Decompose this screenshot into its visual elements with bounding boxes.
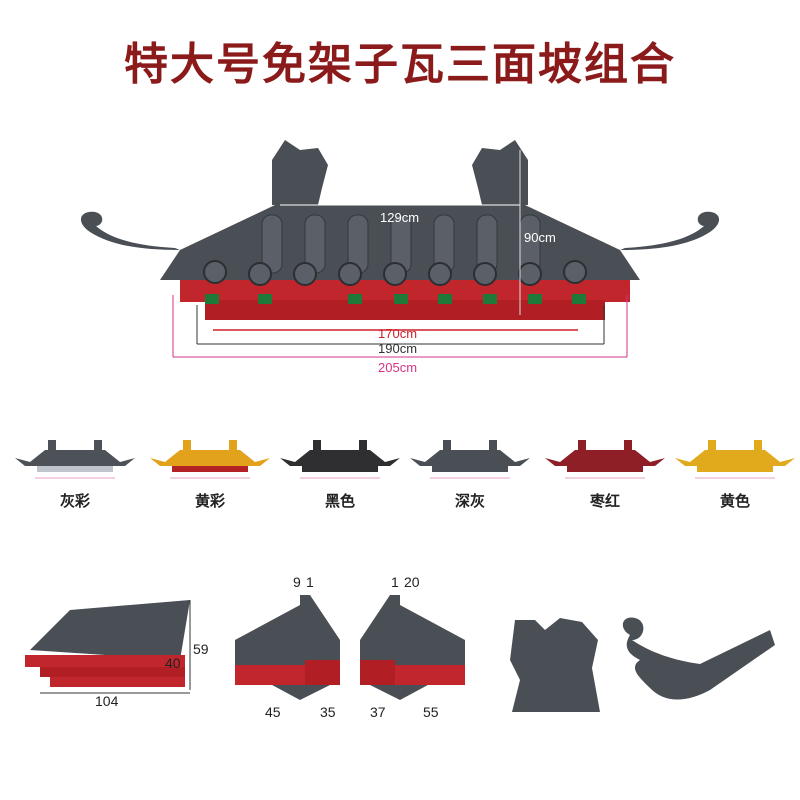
part-corner-right: 1 20 37 55 — [360, 574, 465, 720]
swatch-label-0: 灰彩 — [59, 492, 90, 510]
swatch-label-5: 黄色 — [719, 492, 750, 510]
corner-left-bottom-b: 35 — [320, 704, 336, 720]
corner-right-bottom-b: 55 — [423, 704, 439, 720]
tile-end-discs — [203, 260, 587, 286]
swatch-label-4: 枣红 — [589, 492, 620, 510]
left-eave-curl — [80, 211, 180, 250]
swatch-roof-3 — [410, 440, 530, 479]
straight-width: 104 — [95, 693, 119, 709]
corner-left-top-b: 1 — [306, 574, 314, 590]
swatch-roof-5 — [675, 440, 795, 479]
dim-inner: 170cm — [378, 326, 417, 341]
right-ridge-ornament — [472, 140, 528, 205]
swatch-roof-1 — [150, 440, 270, 479]
dim-outer: 205cm — [378, 360, 417, 375]
corner-right-top-a: 1 — [391, 574, 399, 590]
page-title: 特大号免架子瓦三面坡组合 — [124, 39, 676, 90]
corner-right-bottom-a: 37 — [370, 704, 386, 720]
swatch-roof-4 — [545, 440, 665, 479]
swatch-roof-2 — [280, 440, 400, 479]
left-ridge-ornament — [272, 140, 328, 205]
part-straight: 59 40 104 — [25, 600, 209, 709]
dim-height: 90cm — [524, 230, 556, 245]
corner-left-top-a: 9 — [293, 574, 301, 590]
swatch-roof-0 — [15, 440, 135, 479]
corner-right-top-b: 20 — [404, 574, 420, 590]
corner-left-bottom-a: 45 — [265, 704, 281, 720]
tile-ridges — [261, 214, 541, 274]
part-corner-left: 9 1 45 35 — [235, 574, 340, 720]
dim-middle: 190cm — [378, 341, 417, 356]
beam-lower — [205, 300, 605, 320]
swatch-label-2: 黑色 — [324, 492, 355, 510]
dim-width-top: 129cm — [380, 210, 419, 225]
swatch-label-1: 黄彩 — [194, 492, 225, 510]
straight-height: 59 — [193, 641, 209, 657]
swatch-label-3: 深灰 — [454, 492, 485, 510]
part-eave-curl — [622, 617, 775, 700]
beam-upper — [180, 280, 630, 302]
part-ridge-ornament — [510, 618, 600, 712]
straight-depth: 40 — [165, 655, 181, 671]
right-eave-curl — [620, 211, 720, 250]
panel-row — [205, 294, 586, 304]
